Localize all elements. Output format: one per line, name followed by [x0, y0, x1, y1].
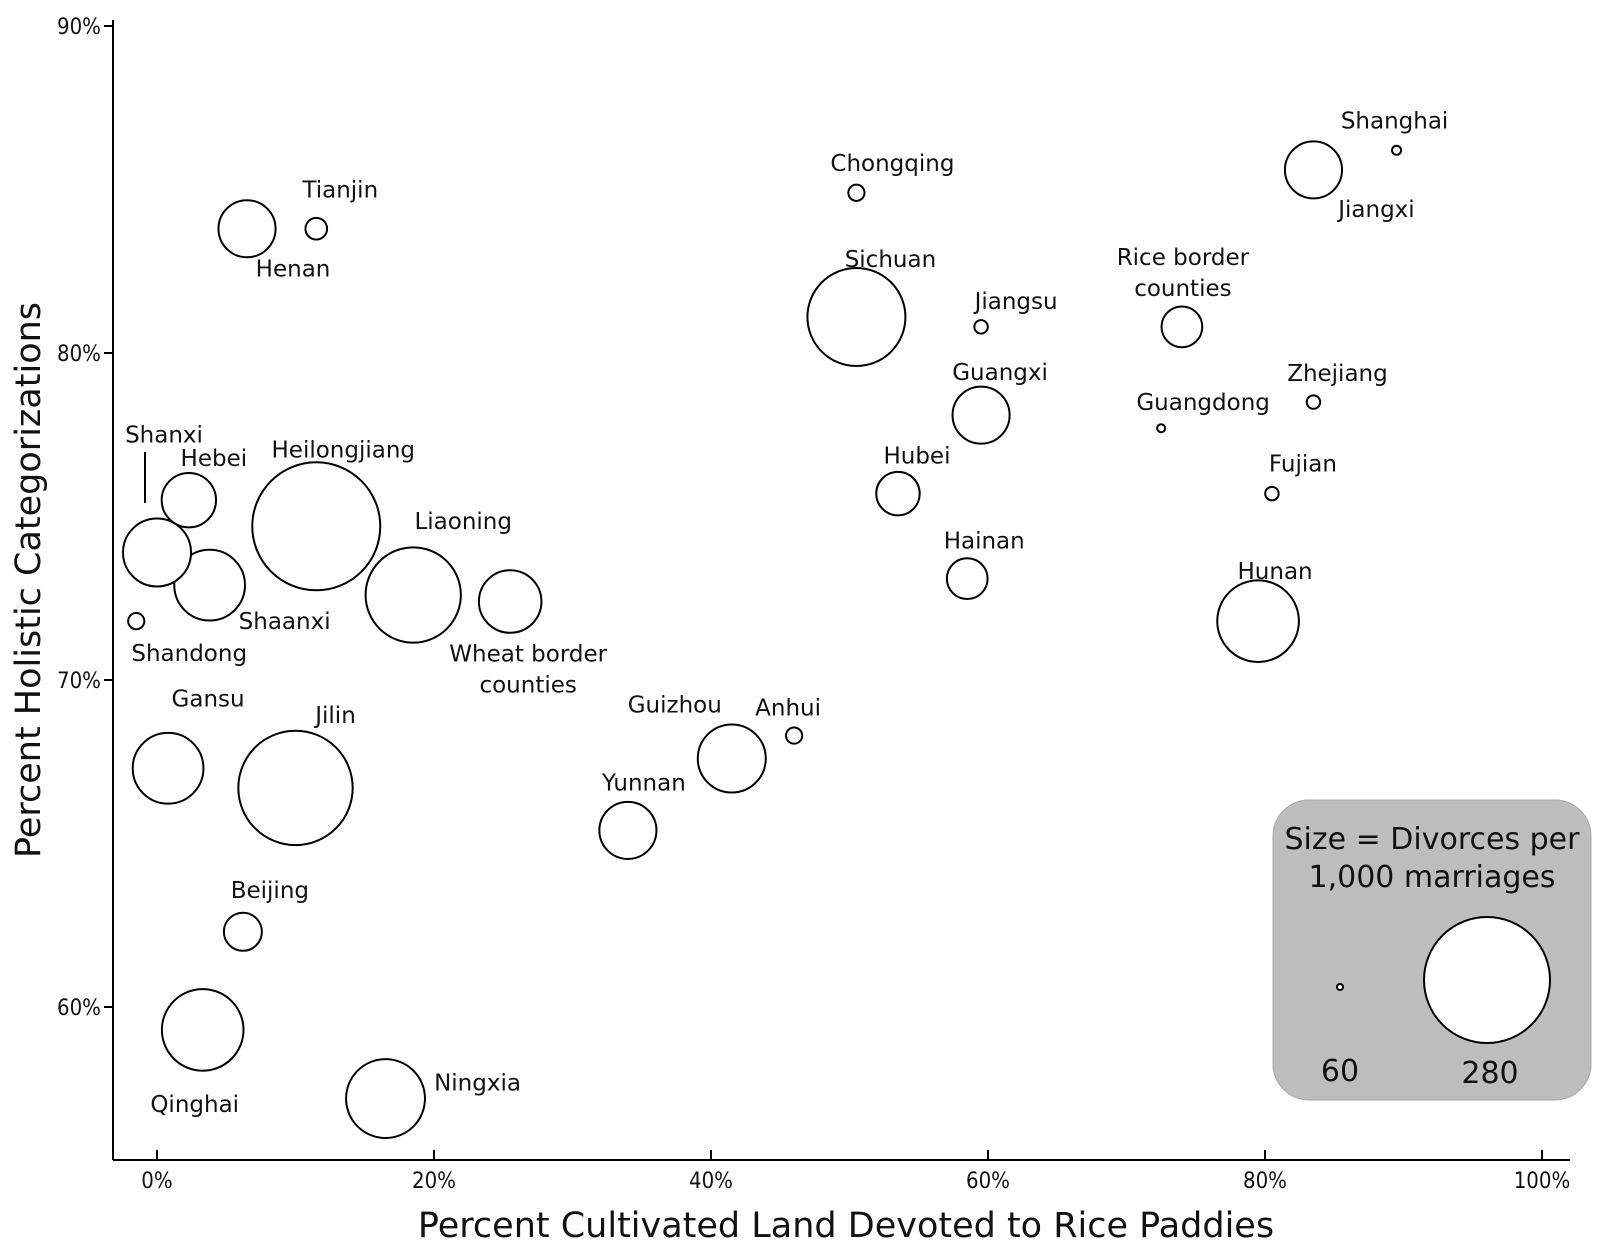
- label-wheat-border-counties-line2: counties: [479, 673, 576, 699]
- bubble-qinghai: [160, 988, 245, 1072]
- axes: [112, 20, 1570, 1161]
- y-tick-label: 70%: [57, 669, 101, 694]
- x-tick-label: 40%: [689, 1169, 733, 1194]
- bubbles: [122, 140, 1403, 1140]
- x-tick-label: 60%: [966, 1169, 1010, 1194]
- bubble-jiangsu: [973, 319, 989, 335]
- x-axis-title: Percent Cultivated Land Devoted to Rice …: [418, 1206, 1274, 1246]
- label-anhui: Anhui: [755, 696, 821, 722]
- y-ticks: 60% 70% 80% 90%: [57, 15, 113, 1021]
- bubble-shandong: [127, 612, 146, 631]
- bubble-heilongjiang: [251, 461, 382, 592]
- label-guangxi: Guangxi: [952, 360, 1048, 386]
- legend-max-bubble: [1423, 916, 1551, 1044]
- label-liaoning: Liaoning: [414, 509, 512, 535]
- bubble-shanghai: [1391, 144, 1403, 156]
- bubble-tianjin: [304, 216, 329, 241]
- bubble-henan: [217, 199, 277, 259]
- legend-max-label: 280: [1461, 1056, 1518, 1091]
- bubble-zhejiang: [1305, 394, 1322, 410]
- bubble-shaanxi: [173, 548, 246, 622]
- label-shanxi: Shanxi: [125, 422, 203, 448]
- bubble-rice-border-counties: [1160, 305, 1204, 349]
- bubble-beijing: [222, 911, 263, 952]
- bubble-guizhou: [696, 723, 767, 794]
- bubble-wheat-border-counties: [477, 569, 543, 634]
- bubble-yunnan: [598, 800, 658, 860]
- legend-min-bubble: [1336, 983, 1344, 991]
- bubble-guangdong: [1156, 423, 1167, 434]
- y-tick-label: 90%: [57, 15, 101, 40]
- label-shanghai: Shanghai: [1341, 108, 1449, 134]
- label-gansu: Gansu: [172, 686, 245, 712]
- y-tick-label: 60%: [57, 996, 101, 1021]
- label-shaanxi: Shaanxi: [239, 609, 331, 635]
- label-henan: Henan: [256, 257, 331, 283]
- x-tick-label: 100%: [1514, 1169, 1571, 1194]
- label-guangdong: Guangdong: [1136, 390, 1270, 416]
- bubble-gansu: [131, 731, 205, 805]
- label-sichuan: Sichuan: [845, 247, 936, 273]
- label-jilin: Jilin: [313, 703, 356, 729]
- x-ticks: 0% 20% 40% 60% 80% 100%: [141, 1150, 1570, 1194]
- bubble-sichuan: [806, 267, 907, 368]
- bubble-hebei: [160, 471, 218, 529]
- label-beijing: Beijing: [231, 878, 309, 904]
- label-jiangsu: Jiangsu: [973, 289, 1058, 315]
- x-tick-label: 80%: [1243, 1169, 1287, 1194]
- y-tick-label: 80%: [57, 342, 101, 367]
- bubble-shanxi: [122, 517, 192, 588]
- bubble-chongqing: [847, 183, 866, 202]
- label-guizhou: Guizhou: [628, 692, 722, 718]
- bubble-hunan: [1216, 579, 1300, 663]
- label-hunan: Hunan: [1238, 559, 1313, 585]
- label-zhejiang: Zhejiang: [1287, 361, 1388, 387]
- label-rice-border-counties-line2: counties: [1134, 276, 1231, 302]
- legend-title-line2: 1,000 marriages: [1308, 860, 1555, 895]
- label-hebei: Hebei: [181, 446, 248, 472]
- bubble-fujian: [1264, 485, 1280, 502]
- bubble-hubei: [875, 470, 921, 517]
- legend-title-line1: Size = Divorces per: [1285, 822, 1581, 857]
- bubble-liaoning: [364, 546, 462, 644]
- label-yunnan: Yunnan: [601, 770, 686, 796]
- bubble-jilin: [237, 729, 354, 847]
- bubble-jiangxi: [1283, 140, 1344, 200]
- label-wheat-border-counties-line1: Wheat border: [449, 642, 607, 668]
- y-axis-title: Percent Holistic Categorizations: [9, 302, 49, 858]
- x-tick-label: 20%: [412, 1169, 456, 1194]
- bubble-hainan: [945, 557, 989, 600]
- bubble-guangxi: [951, 385, 1011, 445]
- label-chongqing: Chongqing: [830, 151, 954, 177]
- label-rice-border-counties-line1: Rice border: [1117, 245, 1250, 271]
- label-hubei: Hubei: [883, 444, 950, 470]
- label-fujian: Fujian: [1269, 452, 1337, 478]
- legend-min-label: 60: [1321, 1054, 1359, 1089]
- label-qinghai: Qinghai: [150, 1092, 239, 1118]
- label-jiangxi: Jiangxi: [1336, 197, 1414, 223]
- label-tianjin: Tianjin: [301, 178, 378, 204]
- label-shandong: Shandong: [131, 641, 247, 667]
- label-ningxia: Ningxia: [434, 1071, 521, 1097]
- bubble-anhui: [785, 726, 804, 745]
- bubble-ningxia: [345, 1058, 426, 1140]
- x-tick-label: 0%: [141, 1169, 172, 1194]
- size-legend: Size = Divorces per 1,000 marriages 60 2…: [1272, 799, 1592, 1101]
- label-hainan: Hainan: [944, 529, 1025, 555]
- label-heilongjiang: Heilongjiang: [272, 437, 416, 463]
